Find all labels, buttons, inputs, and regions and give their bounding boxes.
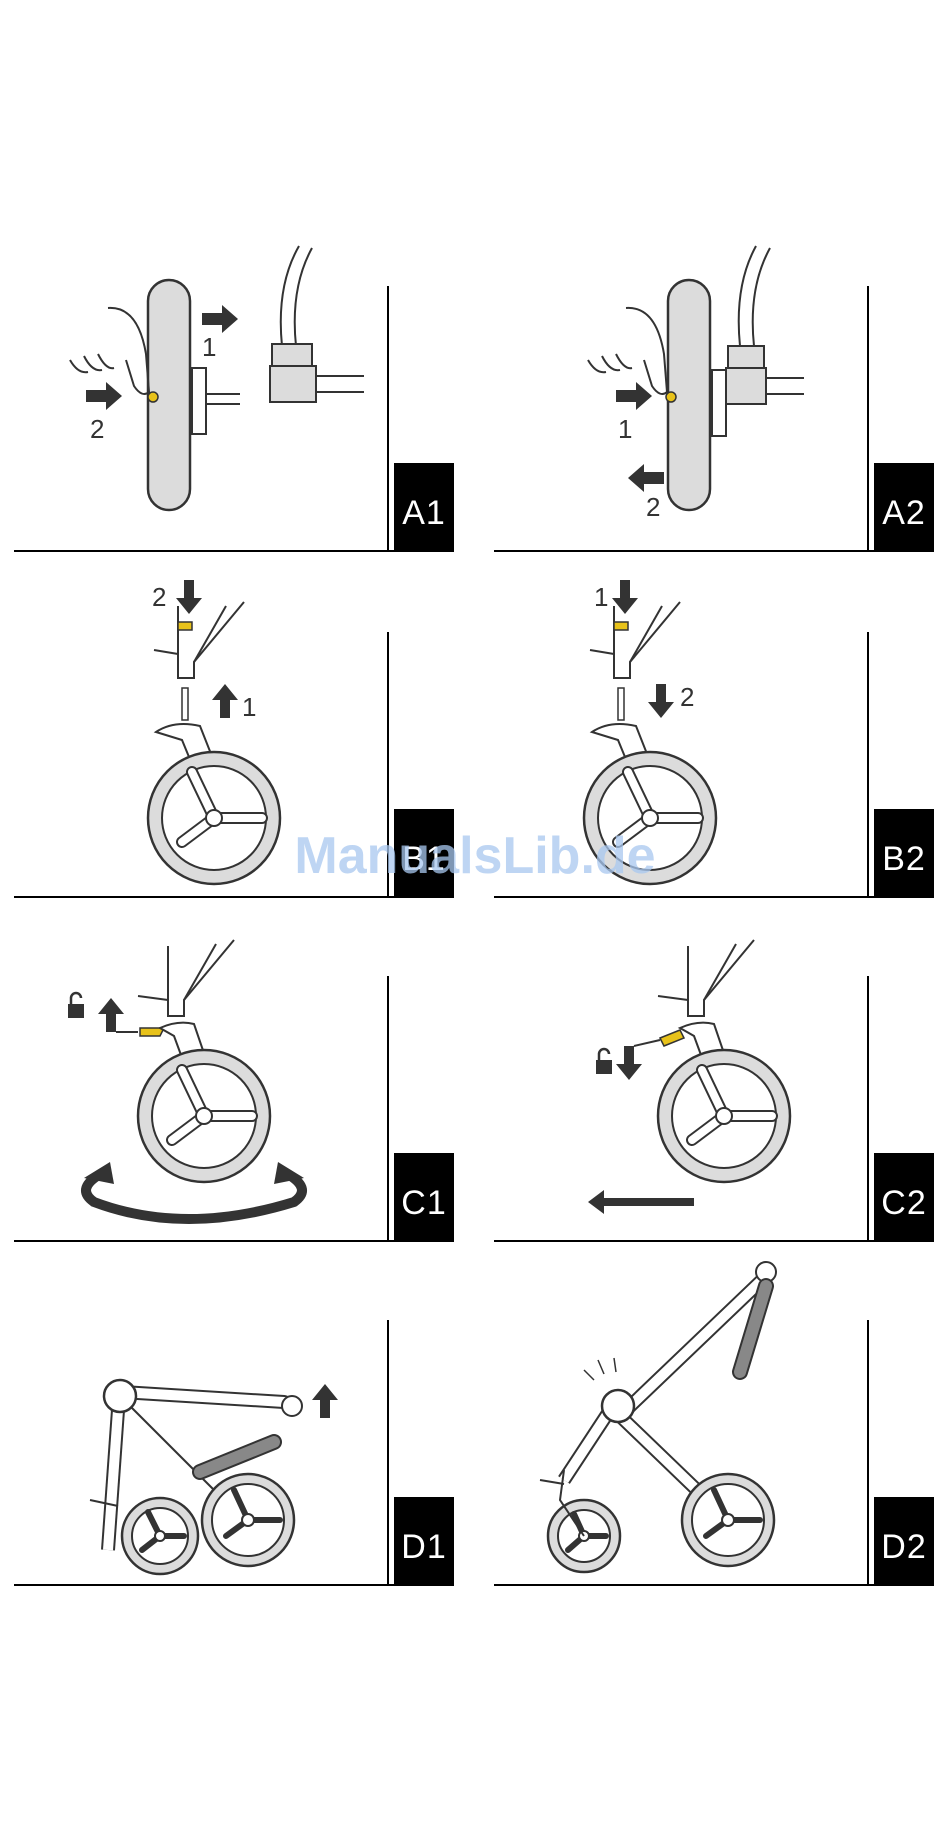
- step-number: 2: [680, 682, 694, 712]
- panel-d1: D1: [14, 1310, 454, 1585]
- panel-c2: C2: [494, 966, 934, 1241]
- figure-label: C1: [394, 1153, 454, 1241]
- figure-label: A1: [394, 463, 454, 551]
- figure-label: D2: [874, 1497, 934, 1585]
- step-number: 1: [202, 332, 216, 362]
- step-number: 2: [90, 414, 104, 444]
- panel-a1: 1 2 A1: [14, 276, 454, 551]
- step-number: 1: [242, 692, 256, 722]
- step-number: 1: [618, 414, 632, 444]
- step-number: 2: [646, 492, 660, 522]
- figure-label: B1: [394, 809, 454, 897]
- step-number: 2: [152, 582, 166, 612]
- figure-label: A2: [874, 463, 934, 551]
- panel-b1: 2 1 B1: [14, 622, 454, 897]
- step-number: 1: [594, 582, 608, 612]
- figure-label: B2: [874, 809, 934, 897]
- figure-label: D1: [394, 1497, 454, 1585]
- panel-b2: 1 2 B2: [494, 622, 934, 897]
- panel-a2: 1 2 A2: [494, 276, 934, 551]
- panel-d2: D2: [494, 1310, 934, 1585]
- panel-c1: C1: [14, 966, 454, 1241]
- figure-label: C2: [874, 1153, 934, 1241]
